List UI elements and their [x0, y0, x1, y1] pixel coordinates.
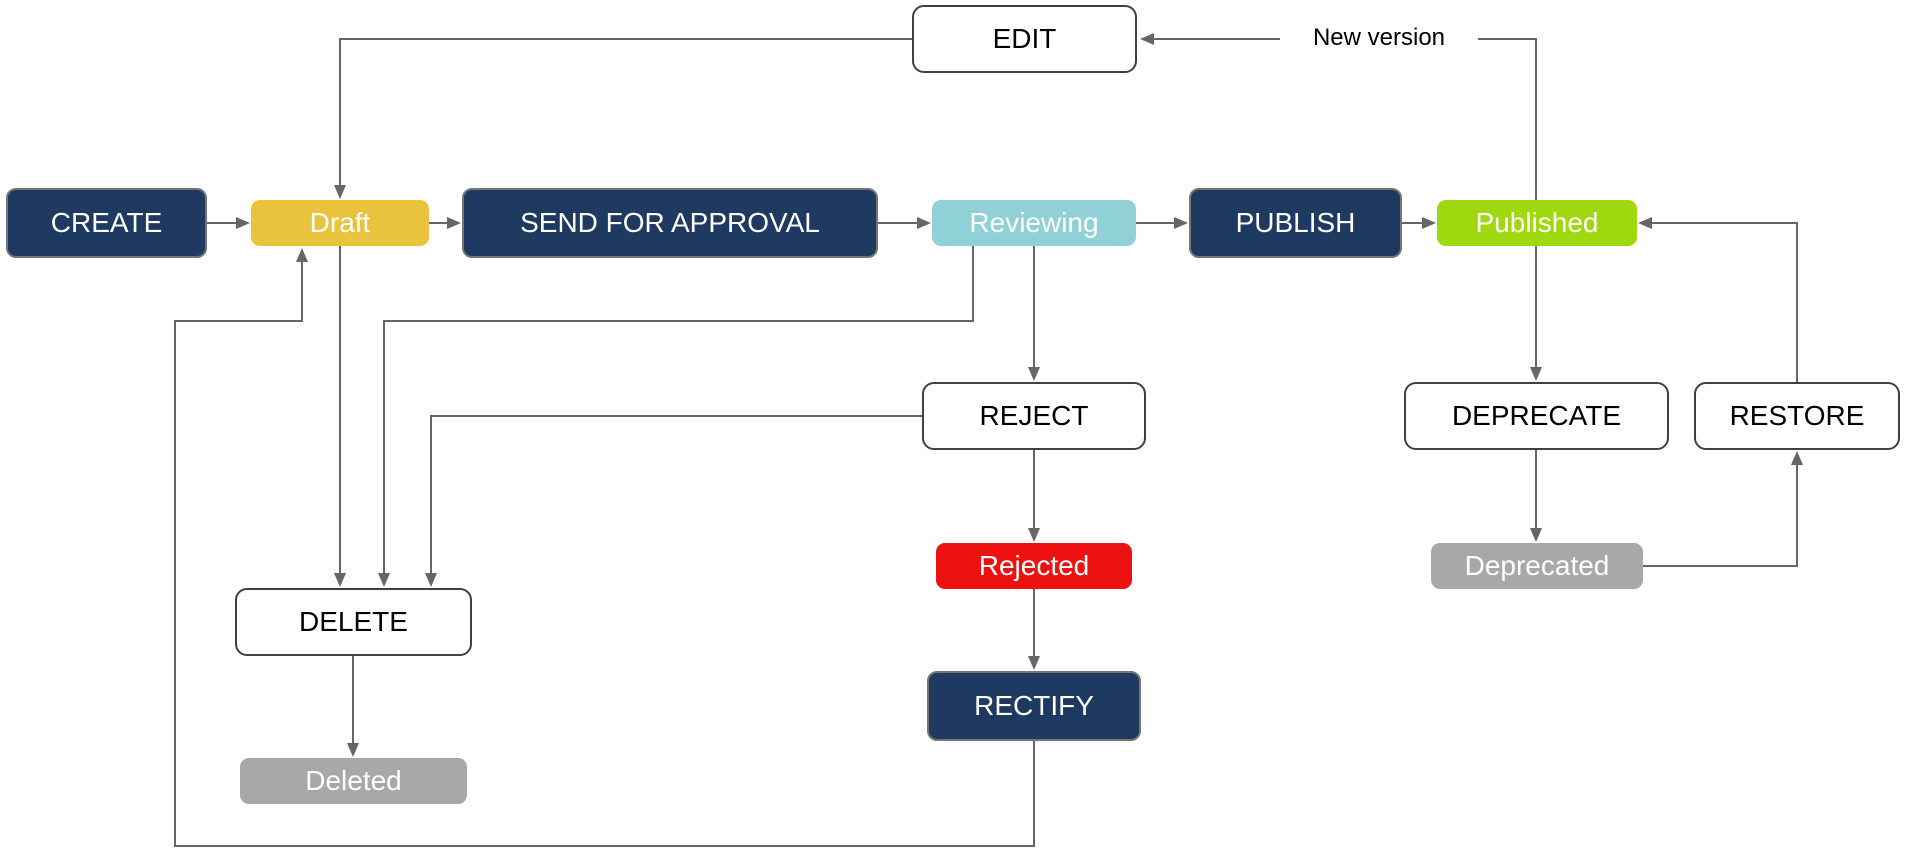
node-draft-state: Draft — [251, 200, 429, 246]
edge-reject-to-delete — [425, 415, 922, 587]
node-rejected-state: Rejected — [936, 543, 1132, 589]
node-reject-action: REJECT — [922, 382, 1146, 450]
node-create-action: CREATE — [6, 188, 207, 258]
node-deprecate-action: DEPRECATE — [1404, 382, 1669, 450]
edge-label-new-version: New version — [1280, 24, 1478, 52]
node-deleted-state: Deleted — [240, 758, 467, 804]
edge-deprecated-to-restore — [1643, 451, 1803, 567]
edge-edit-to-draft — [334, 38, 912, 199]
node-published-state: Published — [1437, 200, 1637, 246]
node-publish-action: PUBLISH — [1189, 188, 1402, 258]
node-restore-action: RESTORE — [1694, 382, 1900, 450]
node-rectify-action: RECTIFY — [927, 671, 1141, 741]
edge-reviewing-to-delete — [378, 246, 974, 587]
edge-restore-to-published — [1638, 217, 1798, 382]
node-reviewing-state: Reviewing — [932, 200, 1136, 246]
node-delete-action: DELETE — [235, 588, 472, 656]
node-send-for-approval-action: SEND FOR APPROVAL — [462, 188, 878, 258]
node-deprecated-state: Deprecated — [1431, 543, 1643, 589]
edge-rectify-to-draft — [174, 248, 1035, 847]
node-edit-action: EDIT — [912, 5, 1137, 73]
edge-published-to-newversion — [1455, 38, 1537, 200]
